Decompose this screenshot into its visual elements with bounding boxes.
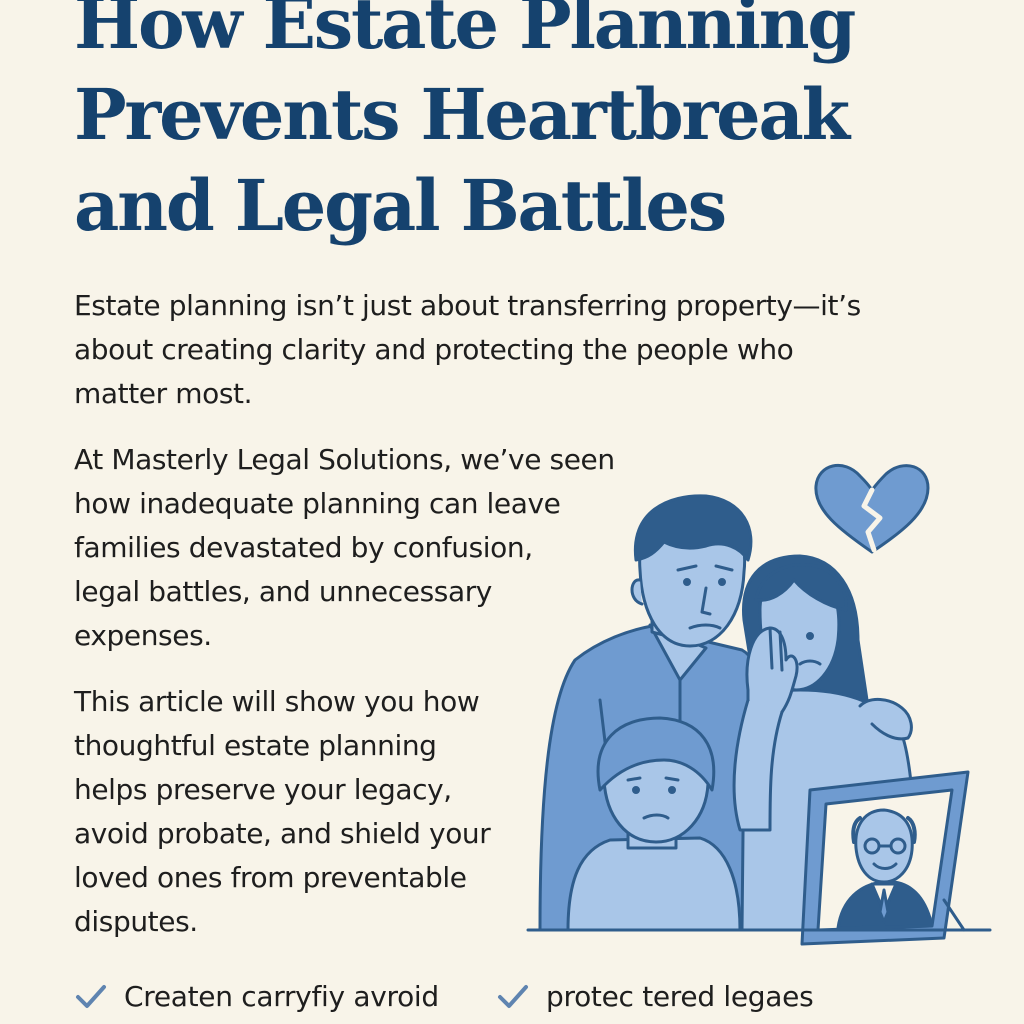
article-title: How Estate Planning Prevents Heartbreak … bbox=[74, 0, 974, 251]
picture-frame-icon bbox=[800, 770, 970, 946]
paragraph-line: about creating clarity and protecting th… bbox=[74, 333, 794, 366]
paragraph-line: disputes. bbox=[74, 905, 198, 938]
child-figure bbox=[566, 716, 742, 932]
benefits-checklist: Createn carryfiy avroid protec tered leg… bbox=[74, 972, 974, 1020]
broken-heart-icon bbox=[814, 464, 930, 554]
paragraph-line: legal battles, and unnecessary bbox=[74, 575, 492, 608]
paragraph-line: matter most. bbox=[74, 377, 253, 410]
checklist-item: Createn carryfiy avroid bbox=[74, 972, 439, 1020]
intro-paragraph: Estate planning isn’t just about transfe… bbox=[74, 284, 861, 416]
checklist-label: protec tered legaes bbox=[546, 979, 814, 1013]
paragraph-line: At Masterly Legal Solutions, we’ve seen bbox=[74, 443, 615, 476]
checkmark-icon bbox=[76, 985, 106, 1008]
paragraph-line: This article will show you how bbox=[74, 685, 480, 718]
checkmark-icon bbox=[498, 985, 528, 1008]
paragraph-line: Estate planning isn’t just about transfe… bbox=[74, 289, 861, 322]
paragraph-line: families devastated by confusion, bbox=[74, 531, 533, 564]
experience-paragraph: At Masterly Legal Solutions, we’ve seen … bbox=[74, 438, 615, 658]
paragraph-line: thoughtful estate planning bbox=[74, 729, 437, 762]
paragraph-line: avoid probate, and shield your bbox=[74, 817, 491, 850]
title-line-2: Prevents Heartbreak bbox=[74, 73, 850, 156]
checklist-item: protec tered legaes bbox=[496, 972, 814, 1020]
paragraph-line: loved ones from preventable bbox=[74, 861, 467, 894]
title-line-1: How Estate Planning bbox=[74, 0, 856, 65]
purpose-paragraph: This article will show you how thoughtfu… bbox=[74, 680, 491, 944]
paragraph-line: helps preserve your legacy, bbox=[74, 773, 452, 806]
paragraph-line: expenses. bbox=[74, 619, 212, 652]
grieving-family-illustration bbox=[526, 464, 992, 946]
title-line-3: and Legal Battles bbox=[74, 164, 727, 247]
paragraph-line: how inadequate planning can leave bbox=[74, 487, 561, 520]
checklist-label: Createn carryfiy avroid bbox=[124, 979, 439, 1013]
